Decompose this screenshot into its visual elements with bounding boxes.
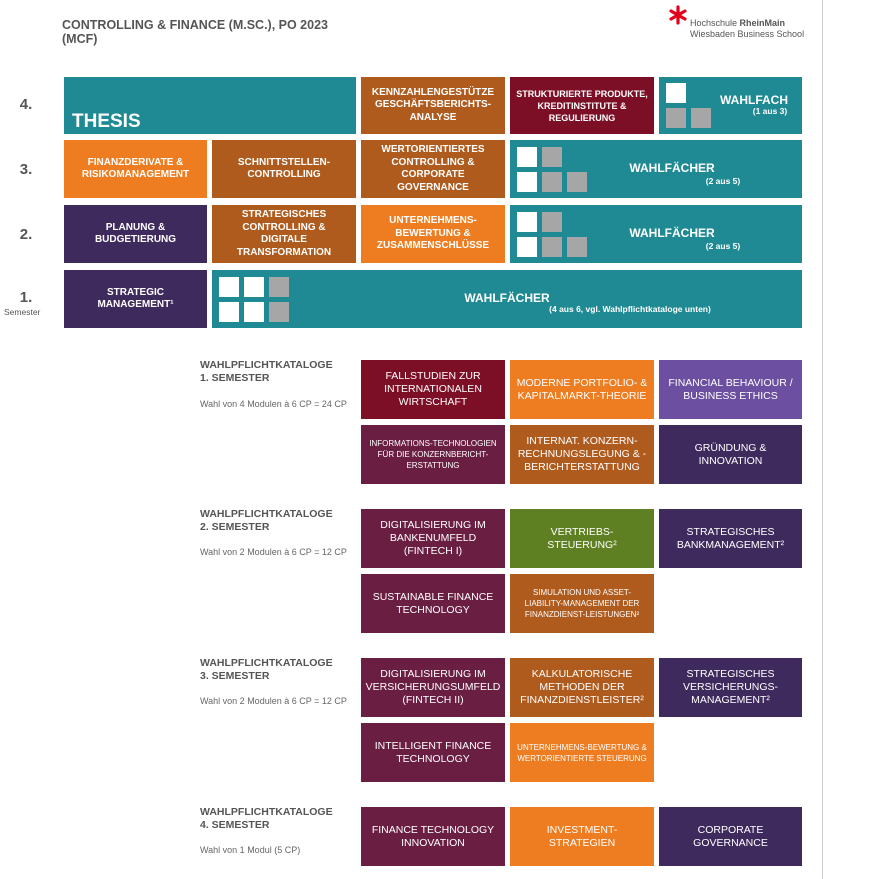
- elective-slot-icon: [219, 277, 239, 297]
- catalog-4-module: CORPORATE GOVERNANCE: [659, 807, 802, 866]
- catalog-2-module: SIMULATION UND ASSET-LIABILITY-MANAGEMEN…: [510, 574, 654, 633]
- elective-slot-icon: [517, 237, 537, 257]
- elective-slot-icon: [542, 237, 562, 257]
- semester-4-label: 4.: [19, 96, 33, 113]
- catalog-2-module: STRATEGISCHES BANKMANAGEMENT²: [659, 509, 802, 568]
- elective-slot-icon: [666, 108, 686, 128]
- semester-1-label: 1.: [19, 289, 33, 306]
- elective-slot-icon: [542, 147, 562, 167]
- elective-slot-icon: [219, 302, 239, 322]
- catalog-1-module: GRÜNDUNG & INNOVATION: [659, 425, 802, 484]
- catalog-1-title: WAHLPFLICHTKATALOGE 1. SEMESTER: [200, 359, 333, 384]
- wahlfaecher-3-title: WAHLFÄCHER: [629, 161, 715, 175]
- catalog-2-module: VERTRIEBS-STEUERUNG²: [510, 509, 654, 568]
- semester-word: Semester: [4, 307, 41, 317]
- semester-2-label: 2.: [19, 226, 33, 243]
- module-strategisches-controlling: STRATEGISCHES CONTROLLING & DIGITALE TRA…: [212, 205, 356, 263]
- elective-slot-icon: [542, 212, 562, 232]
- catalog-3-module: UNTERNEHMENS-BEWERTUNG & WERTORIENTIERTE…: [510, 723, 654, 782]
- catalog-1-module: MODERNE PORTFOLIO- & KAPITALMARKT-THEORI…: [510, 360, 654, 419]
- wahlfaecher-1-sub: (4 aus 6, vgl. Wahlpflichtkataloge unten…: [549, 304, 711, 314]
- module-unternehmensbewertung: UNTERNEHMENS-BEWERTUNG & ZUSAMMENSCHLÜSS…: [361, 205, 505, 263]
- catalog-4-module: FINANCE TECHNOLOGY INNOVATION: [361, 807, 505, 866]
- university-logo-text: Hochschule RheinMain Wiesbaden Business …: [690, 18, 805, 39]
- wahlfaecher-semester-1: [212, 270, 802, 328]
- catalog-1-module: FINANCIAL BEHAVIOUR / BUSINESS ETHICS: [659, 360, 802, 419]
- catalog-3-module: INTELLIGENT FINANCE TECHNOLOGY: [361, 723, 505, 782]
- wahlfaecher-2-title: WAHLFÄCHER: [629, 226, 715, 240]
- semester-3-label: 3.: [19, 161, 33, 178]
- catalog-4-title: WAHLPFLICHTKATALOGE 4. SEMESTER: [200, 806, 333, 831]
- catalog-1-module: INTERNAT. KONZERN-RECHNUNGSLEGUNG & -BER…: [510, 425, 654, 484]
- wahlfaecher-2-sub: (2 aus 5): [705, 241, 741, 251]
- elective-slot-icon: [567, 172, 587, 192]
- module-kennzahlen: KENNZAHLENGESTÜTZE GESCHÄFTSBERICHTS-ANA…: [361, 77, 505, 134]
- catalog-1-module: FALLSTUDIEN ZUR INTERNATIONALEN WIRTSCHA…: [361, 360, 505, 419]
- elective-slot-icon: [666, 83, 686, 103]
- right-divider: [822, 0, 823, 879]
- elective-slot-icon: [542, 172, 562, 192]
- elective-slot-icon: [517, 172, 537, 192]
- catalog-1-module: INFORMATIONS-TECHNOLOGIEN FÜR DIE KONZER…: [361, 425, 505, 484]
- module-wertorientiertes-controlling: WERTORIENTIERTES CONTROLLING & CORPORATE…: [361, 140, 505, 198]
- elective-slot-icon: [567, 237, 587, 257]
- catalog-3-module: DIGITALISIERUNG IM VERSICHERUNGSUMFELD (…: [361, 658, 505, 717]
- wahlfaecher-1-title: WAHLFÄCHER: [464, 291, 550, 305]
- catalog-2-module: DIGITALISIERUNG IM BANKENUMFELD (FINTECH…: [361, 509, 505, 568]
- catalog-3-module: KALKULATORISCHE METHODEN DER FINANZDIENS…: [510, 658, 654, 717]
- wahlfach-4-title: WAHLFACH: [720, 93, 788, 107]
- wahlfach-4-sub: (1 aus 3): [752, 106, 788, 116]
- module-planung-budgetierung: PLANUNG & BUDGETIERUNG: [64, 205, 207, 263]
- catalog-3-module: STRATEGISCHES VERSICHERUNGS-MANAGEMENT²: [659, 658, 802, 717]
- elective-slot-icon: [244, 277, 264, 297]
- wahlfaecher-3-sub: (2 aus 5): [705, 176, 741, 186]
- catalog-2-module: SUSTAINABLE FINANCE TECHNOLOGY: [361, 574, 505, 633]
- catalog-4-module: INVESTMENT-STRATEGIEN: [510, 807, 654, 866]
- catalog-2-rule: Wahl von 2 Modulen à 6 CP = 12 CP: [200, 547, 347, 557]
- catalog-4-rule: Wahl von 1 Modul (5 CP): [200, 845, 301, 855]
- catalog-2-title: WAHLPFLICHTKATALOGE 2. SEMESTER: [200, 508, 333, 533]
- elective-slot-icon: [244, 302, 264, 322]
- rheinmain-star-icon: [669, 5, 687, 25]
- elective-slot-icon: [517, 147, 537, 167]
- catalog-3-title: WAHLPFLICHTKATALOGE 3. SEMESTER: [200, 657, 333, 682]
- module-strategic-management: STRATEGIC MANAGEMENT¹: [64, 270, 207, 328]
- page-title: CONTROLLING & FINANCE (M.SC.), PO 2023 (…: [62, 18, 328, 46]
- catalog-3-rule: Wahl von 2 Modulen à 6 CP = 12 CP: [200, 696, 347, 706]
- module-finanzderivate: FINANZDERIVATE & RISIKOMANAGEMENT: [64, 140, 207, 198]
- elective-slot-icon: [517, 212, 537, 232]
- catalog-1-rule: Wahl von 4 Modulen à 6 CP = 24 CP: [200, 399, 347, 409]
- module-schnittstellen-controlling: SCHNITTSTELLEN-CONTROLLING: [212, 140, 356, 198]
- thesis-module: THESIS: [64, 77, 356, 134]
- elective-slot-icon: [269, 277, 289, 297]
- elective-slot-icon: [691, 108, 711, 128]
- elective-slot-icon: [269, 302, 289, 322]
- module-strukturierte-produkte: STRUKTURIERTE PRODUKTE, KREDITINSTITUTE …: [510, 77, 654, 134]
